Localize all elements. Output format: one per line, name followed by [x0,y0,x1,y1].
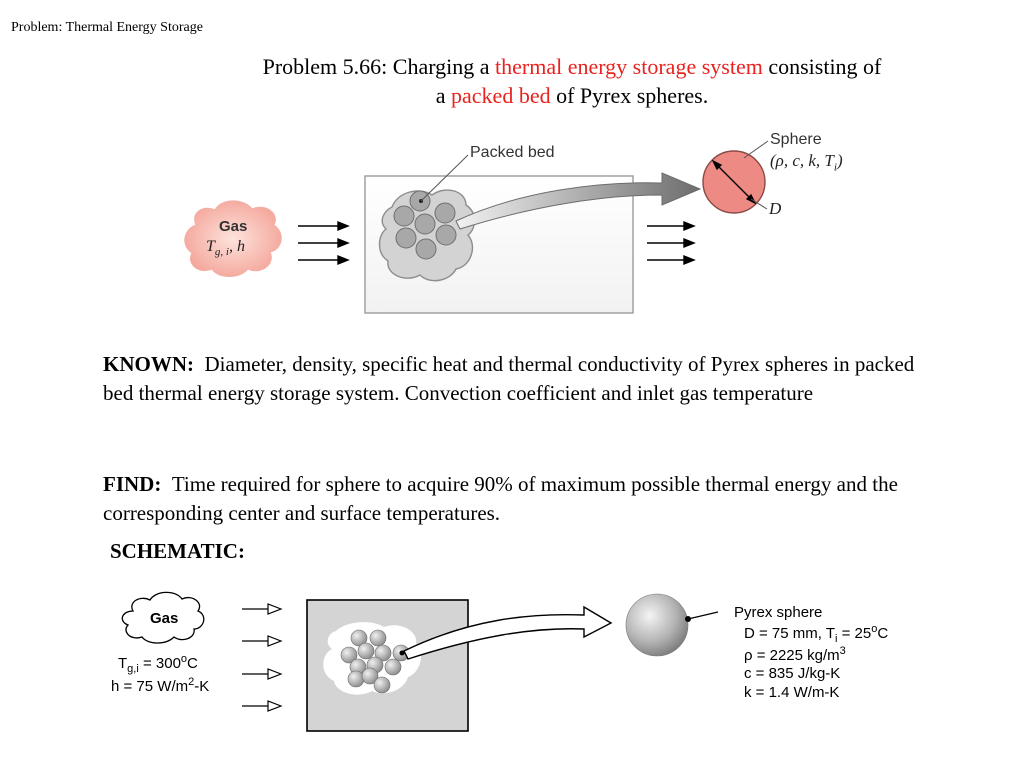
packed-bed-leader [420,154,469,202]
title-text: of Pyrex spheres. [550,83,709,108]
tg-value: = 300 [138,655,181,672]
pyrex-label: Pyrex sphere [734,604,823,621]
bed-spheres [393,190,457,260]
h-unit: -K [194,678,210,695]
sphere-leader [743,140,769,159]
sphere-params: (ρ, c, k, Ti) [770,151,843,173]
schematic-sphere-marker [399,650,405,656]
schematic-inlet-arrows [242,603,283,712]
diameter-label: D [769,199,782,218]
inlet-arrows [298,220,350,266]
schematic-gas-cloud [121,591,205,644]
find-text: Time required for sphere to acquire 90% … [103,472,898,525]
title-text: a [435,83,452,108]
known-heading: KNOWN: [103,352,194,376]
schematic-tg: Tg,i = 300oC [118,653,198,675]
d-unit: C [877,625,889,642]
slide-header: Problem: Thermal Energy Storage [11,20,203,35]
tg-sub: g,i [127,663,139,675]
gas-label: Gas [219,218,248,235]
packed-bed-label: Packed bed [470,144,555,161]
schematic-h: h = 75 W/m2-K [111,676,209,695]
d-text: D = 75 mm, T [744,625,835,642]
packed-bed-figure-svg [184,140,769,314]
sphere-params-text: (ρ, c, k, T [770,151,834,170]
known-section: KNOWN: Diameter, density, specific heat … [103,350,933,408]
schematic-sphere-leader [687,611,719,620]
d-value: = 25 [837,625,872,642]
tg-text: T [118,655,128,672]
rho-sup: 3 [839,645,846,657]
d-sup: o [871,623,878,635]
h-text: h = 75 W/m [111,678,189,695]
schematic-single-sphere [625,593,689,657]
outlet-arrows [647,220,696,266]
gas-param-t: T [206,238,215,255]
pyrex-diameter: D = 75 mm, Ti = 25oC [744,623,888,645]
title-line-2: a packed bed of Pyrex spheres. [0,81,1024,110]
rho-text: ρ = 2225 kg/m [744,647,840,664]
sphere-label: Sphere [770,131,822,148]
title-line-1: Problem 5.66: Charging a thermal energy … [0,52,1024,81]
find-heading: FIND: [103,472,162,496]
known-text: Diameter, density, specific heat and the… [103,352,915,405]
find-section: FIND: Time required for sphere to acquir… [103,470,933,528]
schematic-figure: Gas Tg,i = 300oC h = 75 W/m2-K Pyrex sph… [0,585,1024,745]
diameter-leader [750,198,768,210]
magnify-arrow [455,172,702,230]
title-text: consisting of [762,54,882,79]
tg-sup: o [180,653,188,665]
d-sub: i [835,633,838,645]
title-highlight-tes: thermal energy storage system [495,54,763,79]
schematic-magnify-arrow [403,605,613,660]
title-highlight-packed-bed: packed bed [451,83,551,108]
h-sup: 2 [188,676,195,688]
packed-bed-figure: Gas Tg, i, h Packed bed Sphere (ρ, c, k,… [0,125,1024,325]
sphere-params-close: ) [836,151,843,170]
schematic-heading: SCHEMATIC: [110,539,245,563]
pyrex-density: ρ = 2225 kg/m3 [744,645,846,664]
gas-cloud-shape [184,200,282,277]
gas-param-sub: g, i [214,246,229,259]
gas-params: Tg, i, h [206,238,245,258]
schematic-bed-spheres [340,629,410,694]
schematic-gas-label: Gas [150,610,179,627]
sphere-params-sub: i [833,161,837,174]
gas-param-h: , h [228,238,245,255]
tg-unit: C [187,655,198,672]
title-text: Problem 5.66: Charging a [262,54,496,79]
pyrex-conductivity: k = 1.4 W/m-K [744,684,840,701]
pyrex-specific-heat: c = 835 J/kg-K [744,665,841,682]
problem-title: Problem 5.66: Charging a thermal energy … [0,52,1024,110]
schematic-figure-svg [121,591,719,732]
